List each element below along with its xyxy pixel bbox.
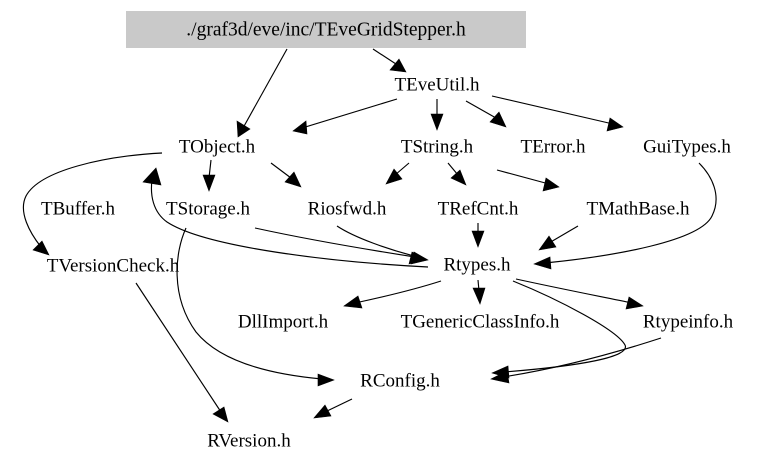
arrowhead-teveutil-to-tstring [430,113,444,131]
edge-layer [22,48,717,423]
edge-tstorage-to-rconfig [176,227,323,380]
edge-rtypes-to-rtypeinfo [515,278,633,304]
arrowhead-rtypes-to-tobject [142,167,162,186]
node-trefcnt[interactable]: TRefCnt.h [438,198,519,219]
arrowhead-terror-to-tmathbase [542,177,560,192]
node-root[interactable]: ./graf3d/eve/inc/TEveGridStepper.h [186,19,466,40]
arrowhead-rconfig-to-rversion [313,404,332,419]
root-node-box [126,11,526,48]
arrowhead-tobject-to-tversioncheck [32,240,50,256]
arrowhead-rtypes-to-rtypeinfo [625,296,644,310]
arrowhead-teveutil-to-guitypes [606,117,624,132]
edge-rtypes-to-rconfig [503,280,626,373]
node-tgenericclassinfo[interactable]: TGenericClassInfo.h [401,311,560,332]
edge-root-to-tobject [242,48,288,129]
node-tstorage[interactable]: TStorage.h [166,198,250,219]
arrowhead-root-to-tobject [236,120,251,138]
arrowhead-rtypes-to-dllimport [343,295,363,309]
node-tstring[interactable]: TString.h [401,136,474,157]
arrowhead-tobject-to-tstorage [202,174,216,192]
edge-tobject-to-riosfwd [270,162,292,179]
node-tobject[interactable]: TObject.h [179,136,256,157]
arrowhead-trefcnt-to-rtypes [471,230,485,248]
arrowhead-rtypes-to-tgeneric [472,287,486,305]
node-riosfwd[interactable]: Riosfwd.h [308,198,387,219]
edge-guitypes-to-rtypes [544,162,717,264]
arrowhead-tstring-to-trefcnt [450,169,467,186]
edge-root-to-teveutil [372,48,400,67]
edge-rtypeinfo-to-rconfig [502,337,662,378]
arrowhead-root-to-teveutil [389,58,407,73]
arrowhead-tobject-to-riosfwd [284,171,302,188]
edge-tstorage-to-rtypes [254,227,416,258]
node-terror[interactable]: TError.h [521,136,586,157]
arrowhead-tstring-to-riosfwd [385,168,403,185]
arrowhead-teveutil-to-terror [489,111,507,128]
arrowhead-tmathbase-to-rtypes [538,235,557,251]
edge-teveutil-to-guitypes [491,95,614,125]
arrowhead-riosfwd-to-rtypes [410,251,429,265]
node-guitypes[interactable]: GuiTypes.h [643,136,731,157]
node-teveutil[interactable]: TEveUtil.h [395,74,480,95]
edge-teveutil-to-tobject [301,98,398,129]
node-tmathbase[interactable]: TMathBase.h [587,198,690,219]
node-rconfig[interactable]: RConfig.h [360,370,440,391]
edge-rtypes-to-dllimport [354,280,442,304]
edge-tmathbase-to-rtypes [548,225,579,244]
arrowhead-tversioncheck-to-rversion [212,406,229,423]
node-rtypeinfo[interactable]: Rtypeinfo.h [643,311,734,332]
arrowhead-guitypes-to-rtypes [533,256,552,270]
arrowhead-rtypeinfo-to-rconfig [490,370,510,384]
node-rtypes[interactable]: Rtypes.h [443,254,511,275]
edge-rtypes-to-tobject [150,179,429,268]
edge-riosfwd-to-rtypes [336,225,419,258]
edge-terror-to-tmathbase [496,169,550,185]
edge-rconfig-to-rversion [324,398,353,413]
edge-tversioncheck-to-rversion [135,282,222,413]
arrowhead-tstorage-to-rconfig [317,373,335,387]
node-tbuffer[interactable]: TBuffer.h [41,198,116,219]
node-rversion[interactable]: RVersion.h [207,430,291,451]
edge-teveutil-to-terror [465,100,497,119]
edge-tobject-to-tversioncheck [22,152,163,248]
node-tversioncheck[interactable]: TVersionCheck.h [47,255,180,276]
arrowhead-teveutil-to-tobject [292,120,308,135]
node-layer: ./graf3d/eve/inc/TEveGridStepper.h TEveU… [41,19,734,451]
node-dllimport[interactable]: DllImport.h [238,311,329,332]
